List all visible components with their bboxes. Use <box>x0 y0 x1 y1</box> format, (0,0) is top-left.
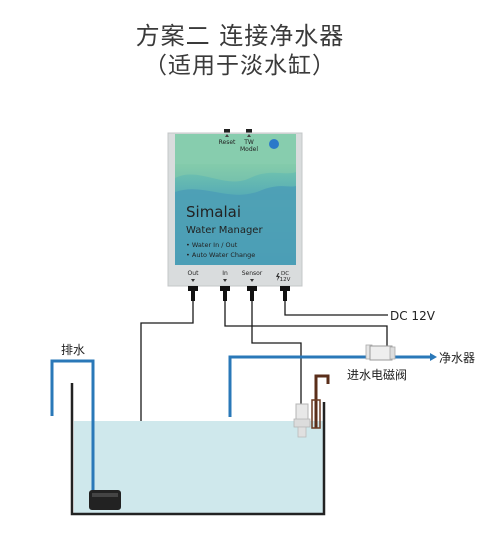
valve-label: 进水电磁阀 <box>347 367 407 382</box>
aquarium-tank <box>70 383 326 516</box>
sensor-bracket <box>314 374 330 428</box>
port-out-label: Out <box>188 270 200 277</box>
device-feature-1: • Water In / Out <box>186 241 238 249</box>
port-sensor-label: Sensor <box>242 270 263 277</box>
diagram-title-line2: （适用于淡水缸） <box>144 53 336 79</box>
device-wave-2 <box>175 186 296 265</box>
port-sensor-arrow-icon <box>250 279 254 282</box>
model-label: Model <box>240 146 258 153</box>
device-feature-2: • Auto Water Change <box>186 251 255 259</box>
port-in-arrow-icon <box>223 279 227 282</box>
plug-dc <box>283 291 287 301</box>
water-manager-device: Reset TW Model Simalai Water Manager • W… <box>167 129 303 301</box>
cable-in-to-valve <box>224 301 388 346</box>
dc-label: DC 12V <box>390 309 436 323</box>
inlet-pipe-left <box>228 355 367 417</box>
reset-button[interactable] <box>224 129 230 134</box>
port-dc-label: DC <box>281 271 289 277</box>
tw-arrow-icon <box>247 134 251 137</box>
power-bolt-icon <box>276 273 280 281</box>
purifier-label: 净水器 <box>439 351 475 365</box>
connector-out[interactable] <box>188 286 198 291</box>
diagram-title-line1: 方案二 连接净水器 <box>135 22 345 50</box>
level-sensor <box>293 403 311 438</box>
connector-sensor[interactable] <box>247 286 257 291</box>
water-pipes <box>50 355 430 492</box>
plug-sensor <box>250 291 254 301</box>
reset-label: Reset <box>219 139 236 146</box>
reset-arrow-icon <box>225 134 229 137</box>
port-out-arrow-icon <box>191 279 195 282</box>
plug-out <box>191 291 195 301</box>
connector-in[interactable] <box>220 286 230 291</box>
device-product: Water Manager <box>186 225 263 236</box>
device-top-band <box>175 134 296 164</box>
pump <box>89 490 121 510</box>
tw-model-button[interactable] <box>246 129 252 134</box>
cable-sensor <box>251 301 302 404</box>
connector-dc[interactable] <box>280 286 290 291</box>
device-brand: Simalai <box>186 203 241 221</box>
port-in-label: In <box>222 270 228 277</box>
drain-label: 排水 <box>61 343 85 357</box>
solenoid-valve <box>365 344 396 361</box>
port-dc-voltage-label: 12V <box>280 277 291 283</box>
cable-dc <box>284 301 388 316</box>
drain-pipe <box>50 359 95 492</box>
indicator-button[interactable] <box>269 139 279 149</box>
purifier-arrow-icon <box>430 353 437 361</box>
bracket-clip <box>311 399 321 429</box>
plug-in <box>223 291 227 301</box>
tw-label: TW <box>243 139 254 146</box>
